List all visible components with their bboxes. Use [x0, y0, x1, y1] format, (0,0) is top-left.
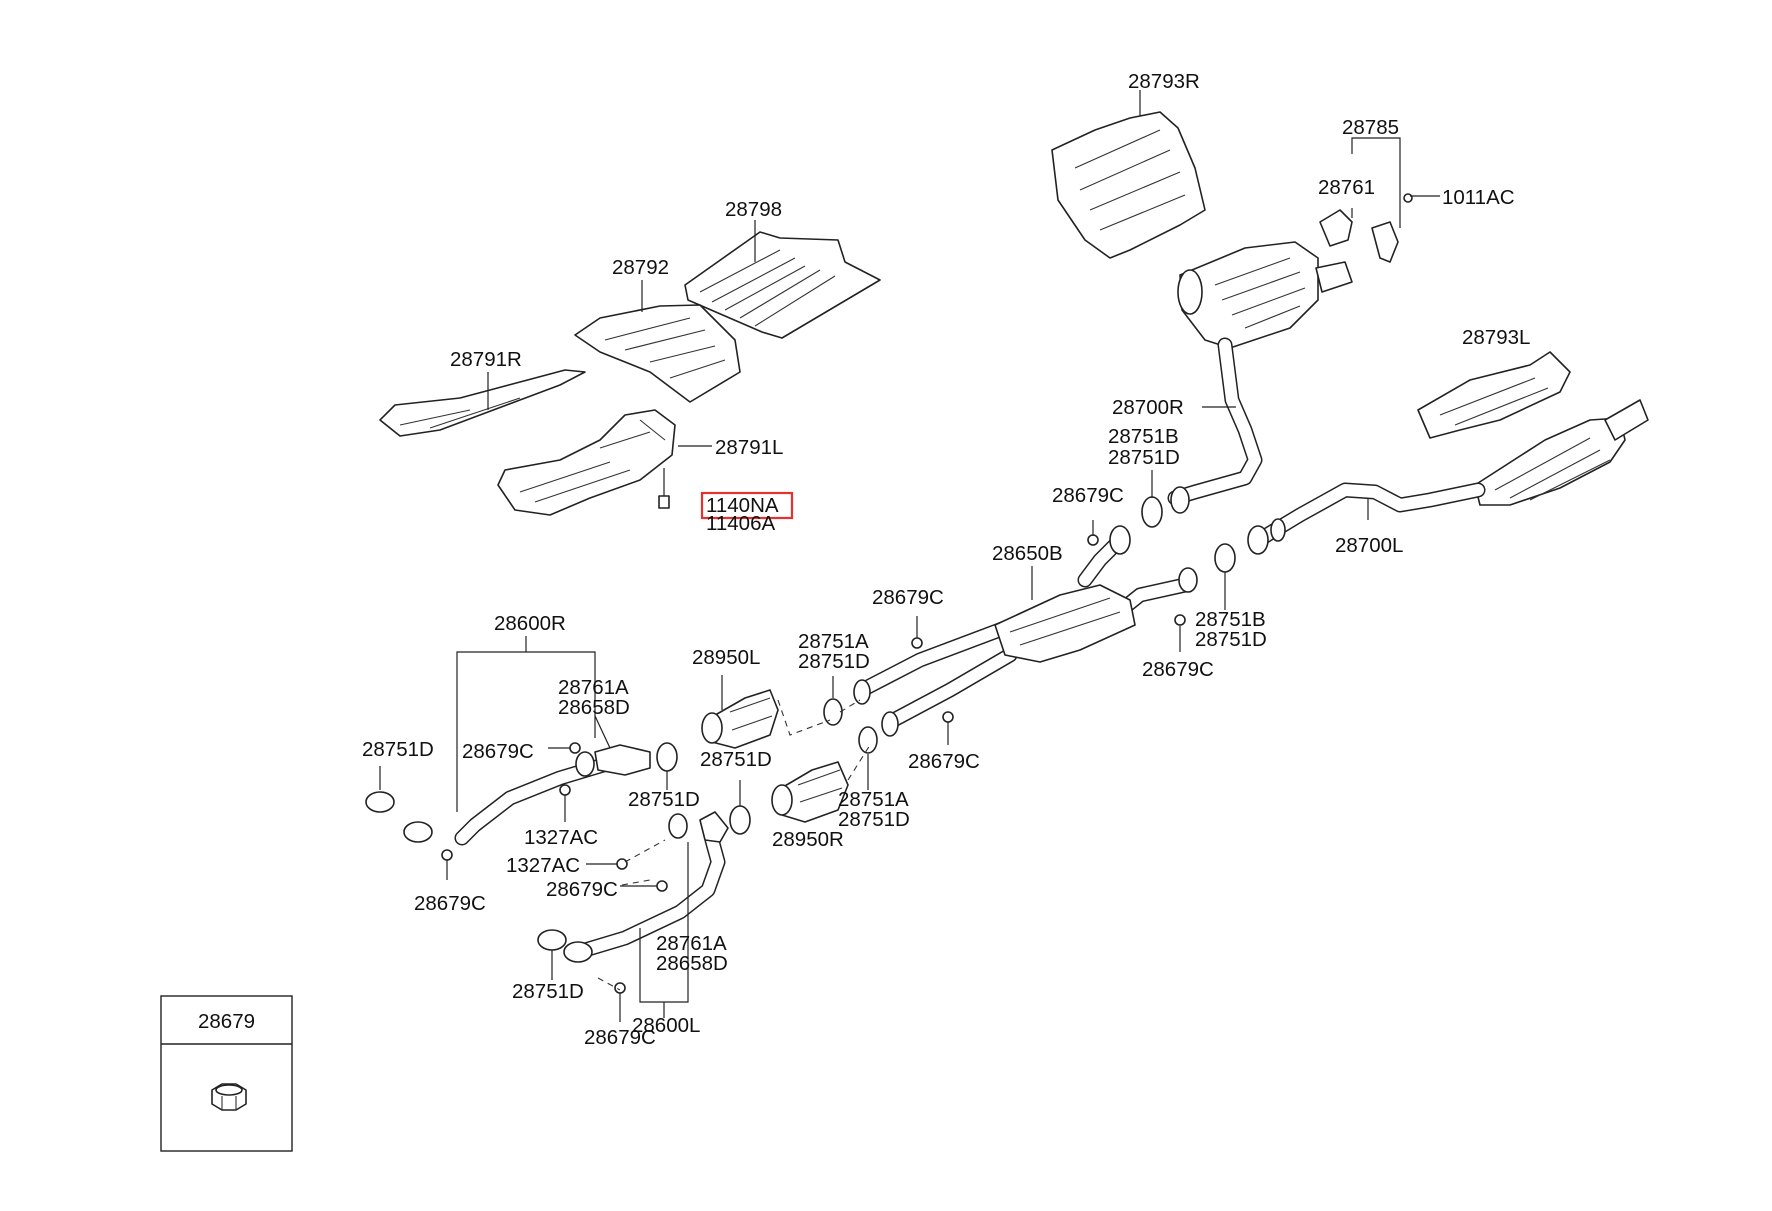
- label-28793L: 28793L: [1462, 326, 1530, 349]
- front-pipe-28600R: [403, 744, 651, 846]
- label-28791R: 28791R: [450, 348, 522, 371]
- label-28798: 28798: [725, 198, 782, 221]
- flange-28700R: [1170, 486, 1190, 514]
- muffler-28700L: [1474, 399, 1649, 506]
- label-1327AC-lower: 1327AC: [506, 854, 580, 877]
- label-28679C-upper: 28679C: [1052, 484, 1124, 507]
- assembly-dash-lines: [597, 699, 871, 991]
- label-28761A-lower: 28761A: [656, 932, 727, 955]
- muffler-28700R: [1177, 241, 1353, 349]
- heat-shield-28792: [574, 304, 741, 403]
- gasket-28751D-28600R: [656, 742, 678, 772]
- label-28650B: 28650B: [992, 542, 1063, 565]
- gasket-28751B-lower: [1214, 543, 1236, 573]
- hanger-28761: [1319, 209, 1399, 263]
- label-28751D-lower-right: 28751D: [1195, 628, 1267, 651]
- label-28751D-upper-right: 28751D: [1108, 446, 1180, 469]
- label-28950R: 28950R: [772, 828, 844, 851]
- label-28658D-lower: 28658D: [656, 952, 728, 975]
- label-28761A-upper: 28761A: [558, 676, 629, 699]
- label-28751B-lower: 28751B: [1195, 608, 1266, 631]
- label-28792: 28792: [612, 256, 669, 279]
- label-28950L: 28950L: [692, 646, 760, 669]
- label-28679C-lower-left: 28679C: [414, 892, 486, 915]
- label-28679C-mid: 28679C: [546, 878, 618, 901]
- center-pipe-28650B: [853, 525, 1198, 737]
- heat-shield-28791L: [497, 409, 676, 516]
- gasket-28751A-lower: [858, 726, 878, 754]
- part-labels: 28793R 28785 28761 1011AC 28798 28792 28…: [362, 70, 1530, 1049]
- label-11406A: 11406A: [706, 512, 775, 535]
- label-1327AC-upper: 1327AC: [524, 826, 598, 849]
- label-28679C-bottom: 28679C: [584, 1026, 656, 1049]
- bolt-1140NA: [658, 468, 670, 509]
- label-28751B-upper: 28751B: [1108, 425, 1179, 448]
- label-28785: 28785: [1342, 116, 1399, 139]
- highlight-box-1140NA: [700, 491, 794, 520]
- heat-shield-28798: [684, 231, 881, 339]
- flange-28700L: [1247, 518, 1286, 555]
- leader-28950L: [777, 699, 831, 736]
- label-1011AC: 1011AC: [1442, 186, 1515, 209]
- label-28751D-28600R: 28751D: [628, 788, 700, 811]
- label-28679C-center: 28679C: [872, 586, 944, 609]
- heat-shield-28793L: [1417, 351, 1571, 439]
- catalytic-converter-28950R: [771, 761, 849, 823]
- hex-nut-icon: [211, 1083, 247, 1111]
- label-28600R: 28600R: [494, 612, 566, 635]
- label-28793R: 28793R: [1128, 70, 1200, 93]
- label-28751D-lower-center: 28751D: [838, 808, 910, 831]
- gasket-28751D-left-r: [365, 791, 395, 813]
- pipe-28700L: [1254, 482, 1486, 546]
- label-28751A-lower: 28751A: [838, 788, 909, 811]
- label-28761: 28761: [1318, 176, 1375, 199]
- pipe-28700R: [1167, 337, 1263, 506]
- label-1140NA: 1140NA: [706, 494, 779, 517]
- gasket-28751D-28600L: [729, 805, 751, 835]
- label-28700R: 28700R: [1112, 396, 1184, 419]
- leader-lines: [379, 90, 1440, 1022]
- label-28700L: 28700L: [1335, 534, 1403, 557]
- label-28658D-upper: 28658D: [558, 696, 630, 719]
- heat-shield-28791R: [379, 369, 586, 437]
- inset-box-28679: 28679: [160, 995, 293, 1152]
- heat-shield-28793R: [1051, 111, 1206, 259]
- label-28679C-left-r: 28679C: [462, 740, 534, 763]
- gasket-28751D-left-l: [537, 929, 567, 951]
- gasket-28751A-upper: [823, 698, 843, 726]
- inset-label-28679: 28679: [198, 1010, 255, 1033]
- label-28751D-upper-center: 28751D: [798, 650, 870, 673]
- label-28679C-right: 28679C: [908, 750, 980, 773]
- label-28751A-upper: 28751A: [798, 630, 869, 653]
- label-28600L: 28600L: [632, 1014, 700, 1037]
- front-pipe-28600L: [563, 811, 729, 963]
- label-28791L: 28791L: [715, 436, 783, 459]
- label-28751D-mid: 28751D: [700, 748, 772, 771]
- label-28751D-left-r: 28751D: [362, 738, 434, 761]
- gasket-28751B-upper: [1141, 496, 1163, 528]
- catalytic-converter-28950L: [701, 689, 779, 749]
- label-28751D-left-l: 28751D: [512, 980, 584, 1003]
- label-28679C-lower-right: 28679C: [1142, 658, 1214, 681]
